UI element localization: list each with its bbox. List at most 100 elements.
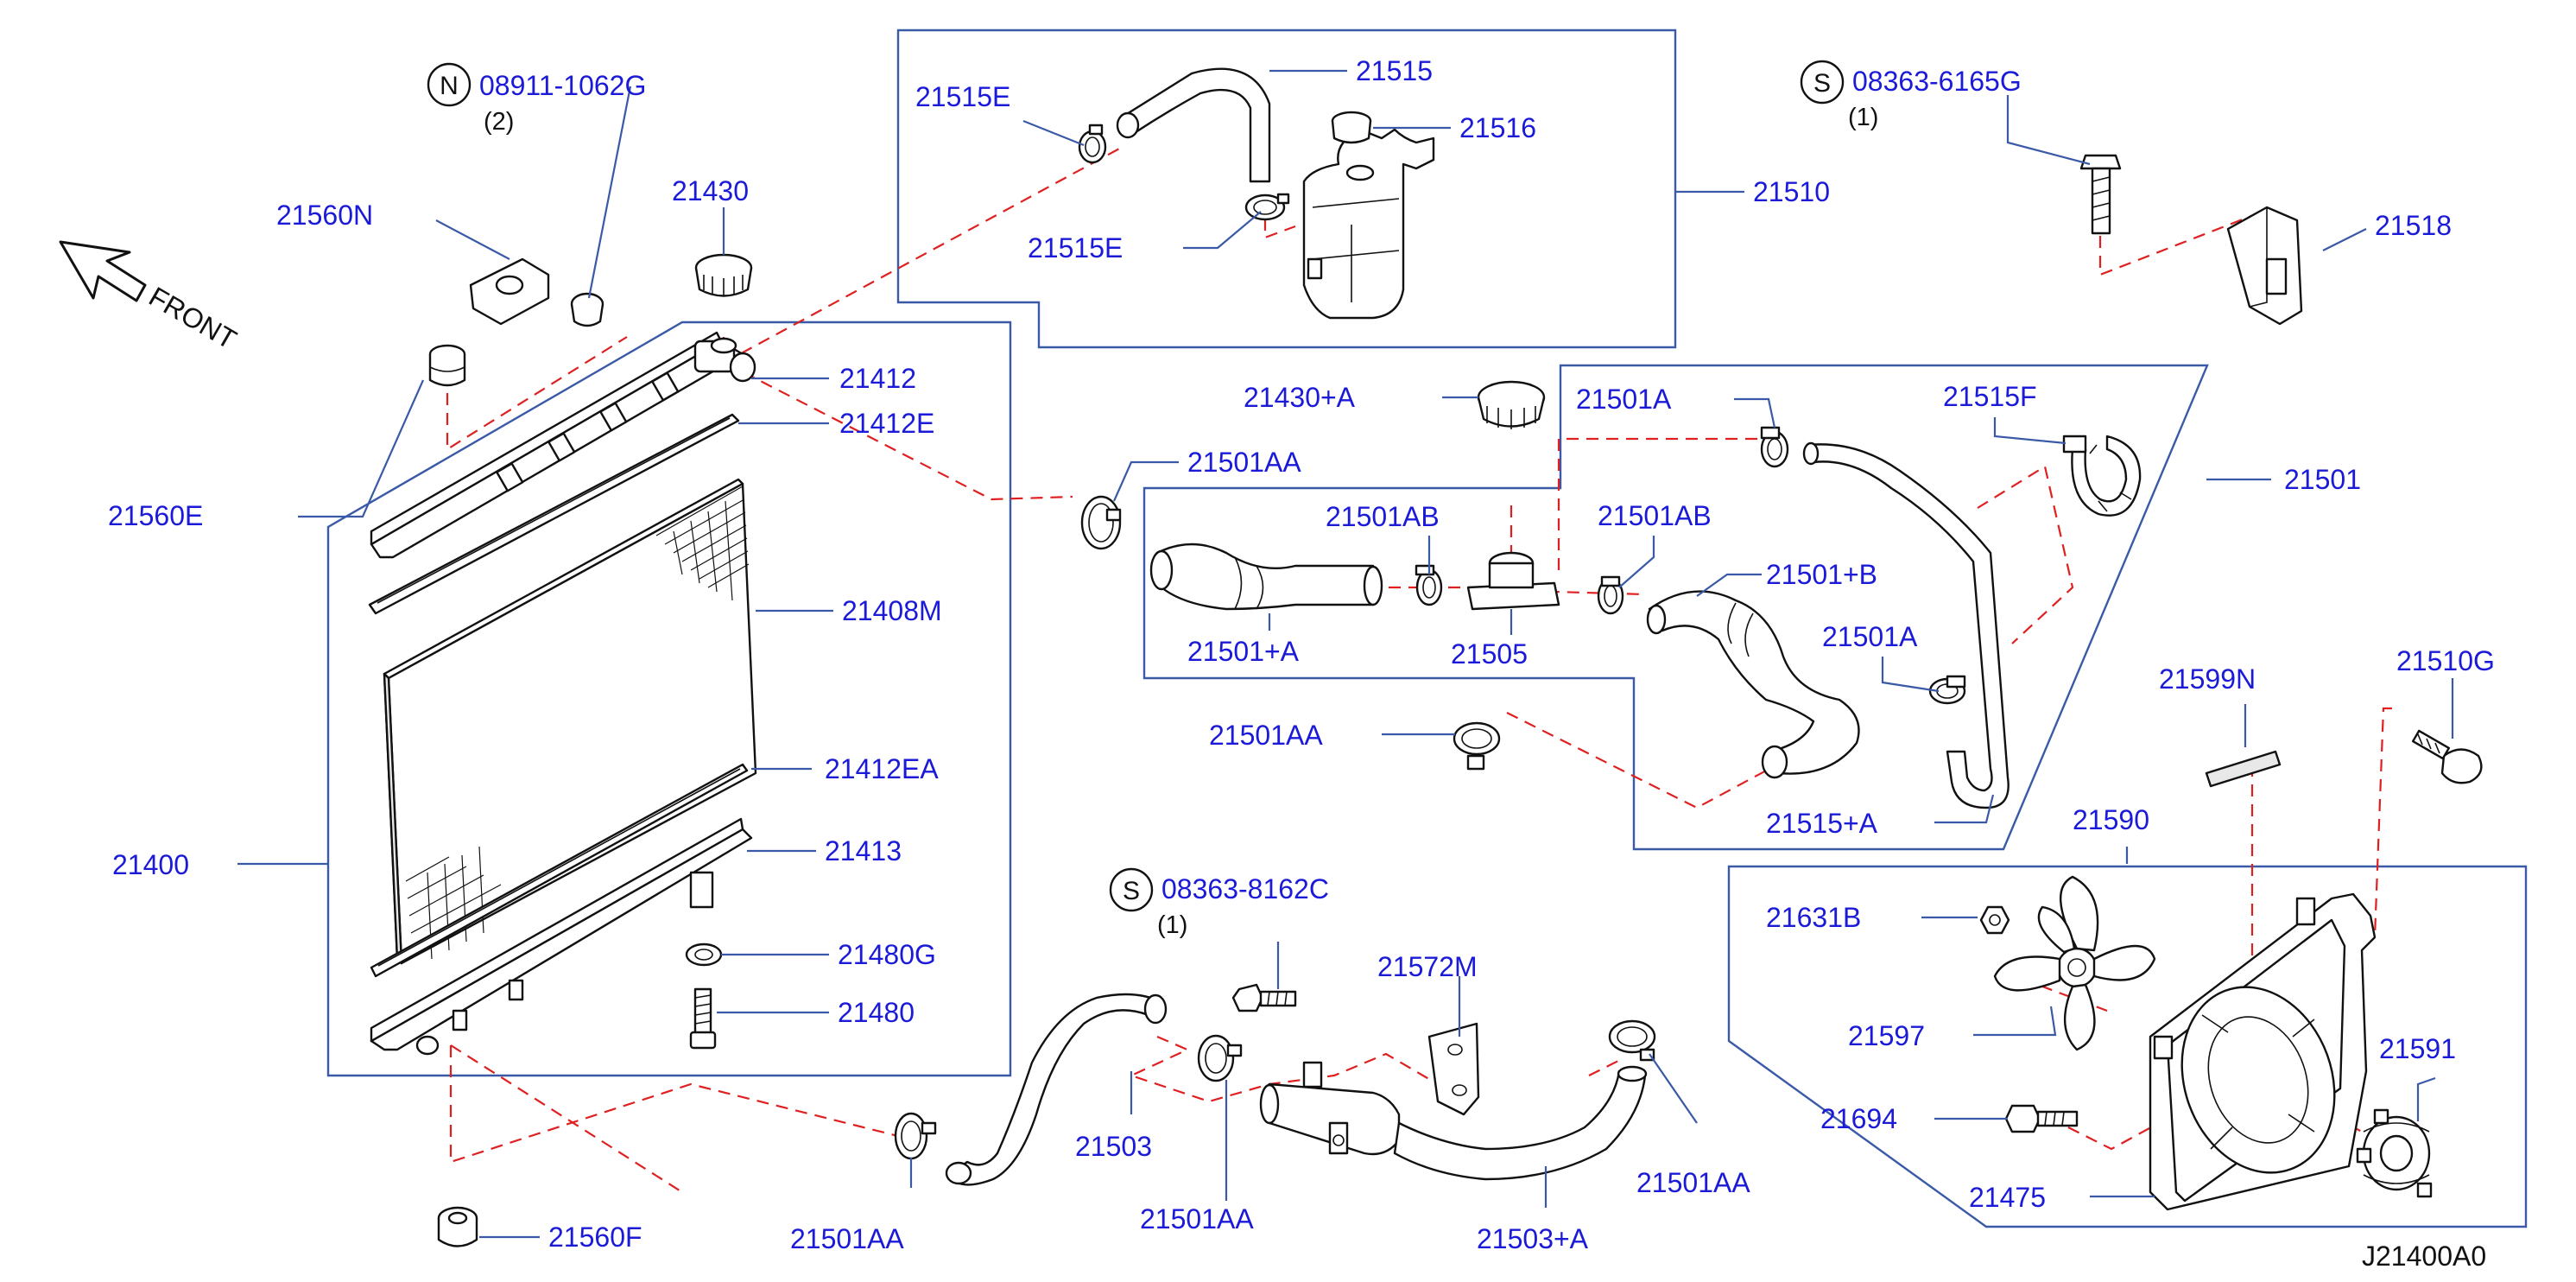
callout-08363-6165g: S 08363-6165G (1) [1800,60,2022,131]
radiator-gasket-upper [368,413,740,615]
callout-08363-8162c: S 08363-8162C (1) [1109,867,1329,939]
callout-8162c-letter: S [1123,877,1140,905]
label-21515e-top: 21515E [915,81,1010,112]
filler-neck-21505-icon [1466,551,1560,611]
hose-group-box [1142,364,2209,851]
bolt-08363-8162c-icon [1231,983,1297,1012]
radiator-gasket-lower [370,763,749,978]
hose-clamp-21515e-upper-icon [1078,124,1107,164]
lower-hose-21503-icon [945,993,1168,1186]
qty-08363-8162c: (1) [1157,911,1187,939]
qty-08911-1062g: (2) [484,108,514,136]
label-21560e: 21560E [108,500,203,531]
label-21501pa: 21501+A [1187,636,1300,667]
label-21599n: 21599N [2159,663,2256,695]
label-21631b: 21631B [1766,902,1861,933]
label-21518: 21518 [2375,210,2452,241]
drain-washer-icon [685,942,723,967]
hose-clamp-21501aa-bottom-right-icon [1608,1019,1656,1062]
label-21475: 21475 [1969,1182,2046,1213]
label-21510: 21510 [1753,176,1830,207]
label-21515e-low: 21515E [1028,232,1123,263]
radiator-group-box [326,320,1012,1077]
fan-group-box [1727,865,2528,1228]
leader-lines [237,69,2454,1239]
label-21515: 21515 [1356,55,1433,86]
hose-21515a-icon [1802,441,2010,809]
lower-hose-21503a-icon [1393,1065,1648,1181]
radiator-lower-tank [370,817,753,1056]
label-08363-6165g: 08363-6165G [1852,66,2022,97]
filler-cap-21430a-icon [1477,380,1546,429]
hose-clamp-21501a-top-icon [1760,426,1789,468]
label-21480g: 21480G [838,939,936,970]
callout-6165g-letter: S [1813,69,1831,98]
reservoir-bracket-icon [2226,206,2303,326]
reservoir-group-box [896,29,1677,349]
label-21501: 21501 [2284,464,2361,495]
label-21412ea: 21412EA [825,753,939,784]
label-08911-1062g: 08911-1062G [479,70,646,101]
diagram-id: J21400A0 [2362,1241,2486,1272]
label-21501a-mid: 21501A [1822,621,1918,652]
label-21515a: 21515+A [1766,808,1878,839]
reservoir-hose-icon [1116,67,1271,183]
hose-clamp-21501aa-bottom-mid-icon [1197,1034,1243,1082]
fan-motor-21591-icon [2356,1108,2433,1198]
fan-blade-icon [1993,875,2156,1051]
label-21591: 21591 [2379,1033,2456,1064]
callout-08911-1062g: N 08911-1062G (2) [427,62,646,136]
lower-mount-rubber-icon [437,1206,478,1247]
shroud-bolt-21694-icon [2004,1104,2079,1133]
label-21501ab-left: 21501AB [1326,501,1440,532]
radiator-mount-bracket-icon [469,257,550,326]
hose-clamp-21501aa-top-icon [1080,495,1122,550]
label-21412: 21412 [839,363,916,394]
label-21480: 21480 [838,997,915,1028]
water-outlet-pipe-icon [1259,1061,1401,1156]
hose-clamp-21501a-mid-icon [1928,675,1966,705]
hose-clip-21515f-icon [2062,435,2142,517]
label-21503a: 21503+A [1477,1223,1589,1254]
label-21510g: 21510G [2396,645,2495,676]
radiator-core [383,478,757,965]
label-21501aa-bottom-mid: 21501AA [1140,1203,1254,1234]
label-21430: 21430 [672,175,749,206]
reservoir-cap-icon [1331,111,1372,144]
hose-clamp-21501aa-bottom-left-icon [894,1112,937,1160]
label-21505: 21505 [1451,638,1528,670]
label-21515f: 21515F [1943,381,2037,412]
fan-nut-21631b-icon [1979,905,2010,935]
upper-hose-21501a-icon [1149,543,1383,611]
label-21560f: 21560F [548,1222,642,1253]
grommet-icon [570,292,604,327]
upper-mount-rubber-icon [428,344,466,387]
fan-shroud-icon [2149,892,2377,1211]
label-21501aa-bottom-left: 21501AA [790,1223,904,1254]
front-label: FRONT [144,281,242,355]
label-21501aa-mid: 21501AA [1209,720,1323,751]
label-21572m: 21572M [1377,951,1478,982]
label-plate-21599n-icon [2205,750,2282,788]
label-21501a-top: 21501A [1576,384,1672,415]
label-21597: 21597 [1848,1020,1925,1051]
label-21503: 21503 [1075,1131,1152,1162]
label-21430a: 21430+A [1244,382,1356,413]
front-arrow-icon [59,240,147,302]
drain-plug-icon [689,987,717,1050]
qty-08363-6165g: (1) [1848,104,1878,131]
label-21501aa-top: 21501AA [1187,447,1301,478]
callout-08911-letter: N [440,72,459,100]
label-21408m: 21408M [842,595,942,626]
label-21560n: 21560N [276,200,373,231]
bracket-21572m-icon [1427,1022,1480,1116]
label-08363-8162c: 08363-8162C [1161,873,1329,904]
hose-clamp-21515e-lower-icon [1244,193,1290,221]
screw-21510g-icon [2411,729,2483,784]
label-21501b: 21501+B [1766,559,1877,590]
label-21501aa-bottom-right: 21501AA [1636,1167,1750,1198]
mounting-bolt-21518-icon [2079,154,2122,235]
radiator-cap-icon [694,253,753,297]
part-labels: 21560N 21430 21412 21412E 21560E 21408M … [108,55,2495,1254]
